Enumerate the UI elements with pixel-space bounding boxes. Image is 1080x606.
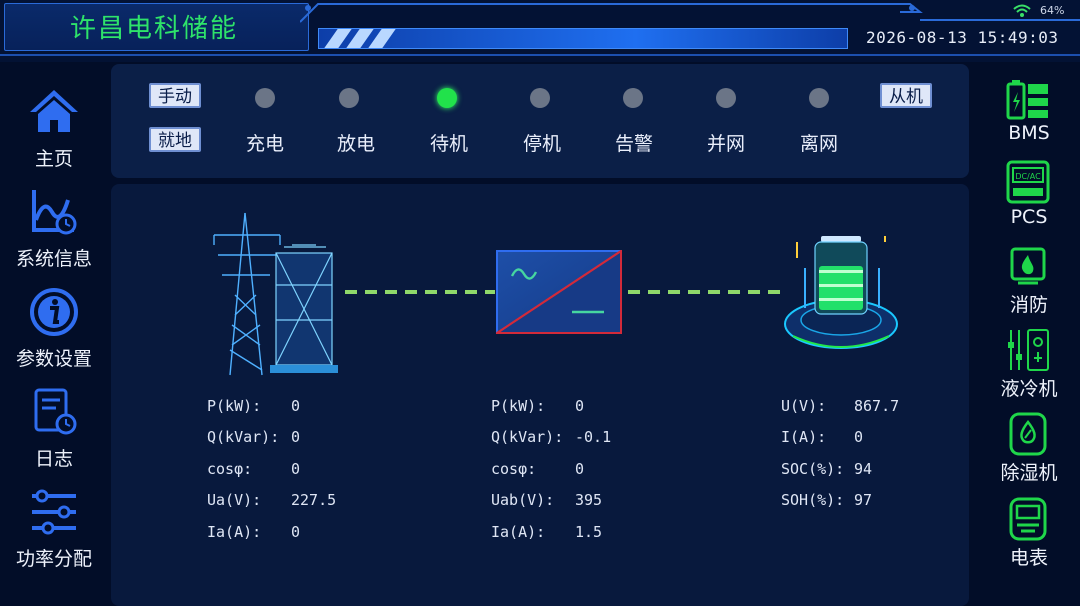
grid-label-p: P(kW): xyxy=(207,397,262,415)
nav-label: 日志 xyxy=(34,448,73,470)
meter-icon xyxy=(1009,497,1047,541)
nav-item-fire-protection[interactable]: 消防 xyxy=(984,245,1074,317)
battery-value-soc: 94 xyxy=(854,460,873,478)
status-indicator-standby xyxy=(437,88,457,108)
grid-label-q: Q(kVar): xyxy=(207,428,280,446)
mode-manual-button[interactable]: 手动 xyxy=(149,83,201,108)
battery-label-i: I(A): xyxy=(781,428,827,446)
pcs-label-p: P(kW): xyxy=(491,397,546,415)
grid-label-ia: Ia(A): xyxy=(207,523,262,541)
nav-label: 系统信息 xyxy=(15,248,92,270)
pcs-label-cosphi: cosφ: xyxy=(491,460,537,478)
status-label-standby: 待机 xyxy=(429,133,468,155)
status-indicator-off-grid xyxy=(809,88,829,108)
wifi-icon xyxy=(1013,4,1031,17)
pcs-value-cosphi: 0 xyxy=(575,460,585,478)
nav-label: BMS xyxy=(1008,122,1050,144)
battery-value-soh: 97 xyxy=(854,491,873,509)
battery-label-soh: SOH(%): xyxy=(781,491,845,509)
status-indicator-discharge xyxy=(339,88,359,108)
sliders-icon xyxy=(32,489,76,535)
pcs-value-p: 0 xyxy=(575,397,585,415)
chart-icon xyxy=(32,190,77,235)
status-label-charge: 充电 xyxy=(245,133,284,155)
pcs-icon-text: DC/AC xyxy=(1015,172,1041,181)
header-bar: 许昌电科储能 64% 2026-08-13 15:49:03 xyxy=(0,0,1080,62)
role-slave-button[interactable]: 从机 xyxy=(880,83,932,108)
nav-label: 电表 xyxy=(1009,547,1048,569)
grid-label-ua: Ua(V): xyxy=(207,491,262,509)
nav-item-meter[interactable]: 电表 xyxy=(984,497,1074,569)
pcs-value-ia: 1.5 xyxy=(575,523,603,541)
fire-protection-icon xyxy=(1010,247,1046,285)
flow-line-grid-pcs xyxy=(345,290,495,294)
status-label-grid-connected: 并网 xyxy=(706,133,745,155)
bms-icon xyxy=(1006,80,1048,120)
nav-item-parameters[interactable]: 参数设置 xyxy=(0,282,108,377)
header-frame xyxy=(300,3,1080,23)
home-icon xyxy=(30,90,78,132)
status-label-discharge: 放电 xyxy=(336,133,375,155)
grid-label-cosphi: cosφ: xyxy=(207,460,253,478)
grid-value-ia: 0 xyxy=(291,523,301,541)
nav-item-bms[interactable]: BMS xyxy=(984,78,1074,148)
nav-item-pcs[interactable]: DC/AC PCS xyxy=(984,160,1074,232)
grid-value-q: 0 xyxy=(291,428,301,446)
pcs-icon: DC/AC xyxy=(1006,160,1050,204)
left-nav: 主页 系统信息 参数设置 日志 xyxy=(0,64,108,606)
mode-local-button[interactable]: 就地 xyxy=(149,127,201,152)
grid-value-p: 0 xyxy=(291,397,301,415)
battery-label-soc: SOC(%): xyxy=(781,460,845,478)
status-indicator-alarm xyxy=(623,88,643,108)
status-indicator-grid-connected xyxy=(716,88,736,108)
battery-percent: 64% xyxy=(1040,4,1065,17)
status-indicator-shutdown xyxy=(530,88,550,108)
battery-value-i: 0 xyxy=(854,428,864,446)
nav-label: 功率分配 xyxy=(15,548,92,570)
info-icon xyxy=(30,288,78,336)
nav-item-liquid-cooler[interactable]: 液冷机 xyxy=(984,328,1074,402)
nav-label: 除湿机 xyxy=(1000,462,1058,484)
pcs-label-q: Q(kVar): xyxy=(491,428,564,446)
pcs-value-uab: 395 xyxy=(575,491,603,509)
status-indicator-charge xyxy=(255,88,275,108)
nav-item-power-allocation[interactable]: 功率分配 xyxy=(0,482,108,577)
battery-storage-icon xyxy=(784,236,898,349)
power-grid-tower-icon xyxy=(213,212,338,376)
pcs-label-ia: Ia(A): xyxy=(491,523,546,541)
app-title: 许昌电科储能 xyxy=(70,14,239,44)
flow-line-pcs-battery xyxy=(628,290,783,294)
title-plate xyxy=(4,3,309,51)
pcs-value-q: -0.1 xyxy=(575,428,612,446)
nav-item-home[interactable]: 主页 xyxy=(0,82,108,177)
nav-item-system-info[interactable]: 系统信息 xyxy=(0,182,108,277)
liquid-cooler-icon xyxy=(1008,329,1049,371)
dehumidifier-icon xyxy=(1009,412,1047,456)
pcs-converter-icon xyxy=(496,250,622,334)
nav-label: 主页 xyxy=(34,148,73,170)
nav-label: PCS xyxy=(1010,206,1048,228)
header-divider xyxy=(0,54,1080,56)
grid-value-cosphi: 0 xyxy=(291,460,301,478)
status-panel xyxy=(111,64,969,178)
status-label-shutdown: 停机 xyxy=(522,133,561,155)
status-label-off-grid: 离网 xyxy=(799,133,838,155)
nav-item-log[interactable]: 日志 xyxy=(0,382,108,477)
log-icon xyxy=(34,388,77,435)
datetime-display: 2026-08-13 15:49:03 xyxy=(866,28,1059,47)
decorative-stripe-bar xyxy=(318,28,848,49)
pcs-label-uab: Uab(V): xyxy=(491,491,555,509)
grid-value-ua: 227.5 xyxy=(291,491,337,509)
nav-label: 消防 xyxy=(1009,294,1048,316)
battery-value-u: 867.7 xyxy=(854,397,900,415)
battery-label-u: U(V): xyxy=(781,397,827,415)
nav-label: 参数设置 xyxy=(15,348,92,370)
nav-label: 液冷机 xyxy=(1000,378,1058,400)
nav-item-dehumidifier[interactable]: 除湿机 xyxy=(984,412,1074,484)
status-label-alarm: 告警 xyxy=(614,133,653,155)
